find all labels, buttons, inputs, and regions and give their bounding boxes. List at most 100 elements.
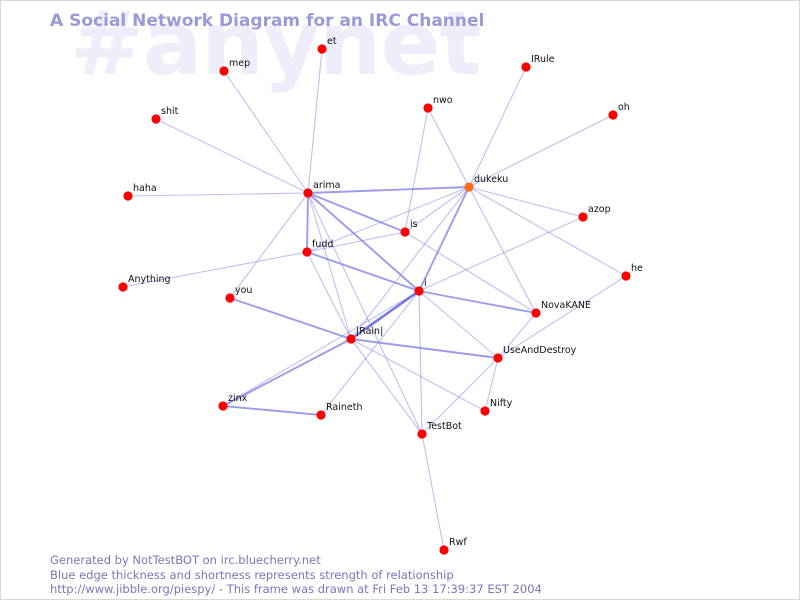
node-dot-UseAndDestroy xyxy=(493,353,503,363)
node-Anything: Anything xyxy=(118,274,171,292)
node-IRule: IRule xyxy=(521,54,555,72)
node-TestBot: TestBot xyxy=(417,421,462,439)
node-arima: arima xyxy=(303,180,340,198)
node-label-TestBot: TestBot xyxy=(426,421,462,432)
edge-dukeku-Rain xyxy=(350,186,470,340)
edge-arima-et xyxy=(307,48,323,194)
node-label-oh: oh xyxy=(618,102,630,113)
edge-i-zinx xyxy=(222,290,420,407)
channel-watermark: #anynet xyxy=(70,0,482,95)
node-is: is xyxy=(400,219,418,237)
edge-Rain-UseAndDestroy xyxy=(350,338,499,359)
node-label-mep: mep xyxy=(229,58,250,69)
node-dot-NovaKANE xyxy=(531,308,541,318)
node-label-Raineth: Raineth xyxy=(326,402,362,413)
edge-Rain-zinx xyxy=(222,338,352,407)
node-Rain: |Rain| xyxy=(346,326,383,344)
node-label-arima: arima xyxy=(313,180,340,191)
node-label-shit: shit xyxy=(161,106,179,117)
node-dot-he xyxy=(621,271,631,281)
edge-arima-dukeku xyxy=(307,186,470,194)
node-label-nwo: nwo xyxy=(433,95,453,106)
node-dot-Rwf xyxy=(439,545,449,555)
edges-layer xyxy=(122,48,627,551)
edge-is-fudd xyxy=(306,231,406,253)
edge-dukeku-nwo xyxy=(427,107,470,188)
node-zinx: zinx xyxy=(218,393,248,411)
nodes-layer: et mep IRule nwo oh shit dukeku arima haha azop is… xyxy=(118,36,643,555)
node-dot-nwo xyxy=(423,103,433,113)
node-oh: oh xyxy=(608,102,630,120)
edge-dukeku-NovaKANE xyxy=(468,186,537,314)
edge-you-Rain xyxy=(229,297,352,340)
edge-arima-Rain xyxy=(307,192,352,340)
node-label-Rwf: Rwf xyxy=(449,537,467,548)
edge-i-azop xyxy=(418,216,584,292)
node-shit: shit xyxy=(151,106,179,124)
footer-url-timestamp: http://www.jibble.org/piespy/ - This fra… xyxy=(50,582,542,596)
node-label-dukeku: dukeku xyxy=(474,174,508,185)
node-label-et: et xyxy=(327,36,337,47)
footer-legend-note: Blue edge thickness and shortness repres… xyxy=(50,567,454,582)
node-dot-is xyxy=(400,227,410,237)
node-label-zinx: zinx xyxy=(228,393,248,404)
edge-arima-fudd xyxy=(306,192,309,253)
node-Raineth: Raineth xyxy=(316,402,362,420)
node-label-azop: azop xyxy=(588,204,611,215)
edge-dukeku-he xyxy=(468,186,627,277)
node-dot-dukeku xyxy=(464,182,474,192)
node-Rwf: Rwf xyxy=(439,537,467,555)
edge-arima-you xyxy=(229,192,309,299)
edge-arima-haha xyxy=(127,192,309,197)
edge-arima-mep xyxy=(223,70,309,194)
node-dot-et xyxy=(317,44,327,54)
node-UseAndDestroy: UseAndDestroy xyxy=(493,345,577,363)
node-dot-Anything xyxy=(118,282,128,292)
node-dot-Rain xyxy=(346,334,356,344)
node-dukeku: dukeku xyxy=(464,174,508,192)
node-label-you: you xyxy=(235,285,252,296)
edge-arima-TestBot xyxy=(307,192,423,435)
edge-dukeku-is xyxy=(404,186,470,233)
footer: Generated by NotTestBOT on irc.bluecherr… xyxy=(50,553,542,597)
node-fudd: fudd xyxy=(302,239,333,257)
edge-arima-shit xyxy=(155,118,309,194)
node-dot-haha xyxy=(123,191,133,201)
node-dot-i xyxy=(414,286,424,296)
node-dot-Raineth xyxy=(316,410,326,420)
node-label-IRule: IRule xyxy=(531,54,555,65)
edge-i-TestBot xyxy=(418,290,423,435)
node-mep: mep xyxy=(219,58,250,76)
node-haha: haha xyxy=(123,183,157,201)
node-he: he xyxy=(621,263,643,281)
edge-fudd-Anything xyxy=(122,251,308,288)
node-dot-fudd xyxy=(302,247,312,257)
edge-UseAndDestroy-Nifty xyxy=(484,357,499,412)
edge-dukeku-fudd xyxy=(306,186,470,253)
node-NovaKANE: NovaKANE xyxy=(531,300,591,318)
footer-generated-by: Generated by NotTestBOT on irc.bluecherr… xyxy=(50,553,321,567)
edge-TestBot-Rwf xyxy=(421,433,445,551)
edge-arima-is xyxy=(307,192,406,233)
edge-dukeku-IRule xyxy=(468,66,527,188)
node-dot-mep xyxy=(219,66,229,76)
node-Nifty: Nifty xyxy=(480,398,513,416)
node-label-Rain: |Rain| xyxy=(356,326,383,337)
node-label-haha: haha xyxy=(133,183,157,194)
edge-fudd-Rain xyxy=(306,251,352,340)
edge-dukeku-oh xyxy=(468,114,614,188)
node-azop: azop xyxy=(578,204,611,222)
edge-i-Rain xyxy=(349,289,421,341)
node-label-Anything: Anything xyxy=(128,274,171,285)
edge-fudd-i xyxy=(306,251,420,292)
node-label-UseAndDestroy: UseAndDestroy xyxy=(503,345,577,356)
edge-Rain-TestBot xyxy=(350,338,423,435)
edge-i-UseAndDestroy xyxy=(418,290,499,359)
node-label-he: he xyxy=(631,263,643,274)
edge-Rain-Nifty xyxy=(350,338,486,412)
node-label-i: i xyxy=(424,278,427,289)
edge-UseAndDestroy-TestBot xyxy=(421,357,499,435)
edge-NovaKANE-UseAndDestroy xyxy=(497,312,537,359)
